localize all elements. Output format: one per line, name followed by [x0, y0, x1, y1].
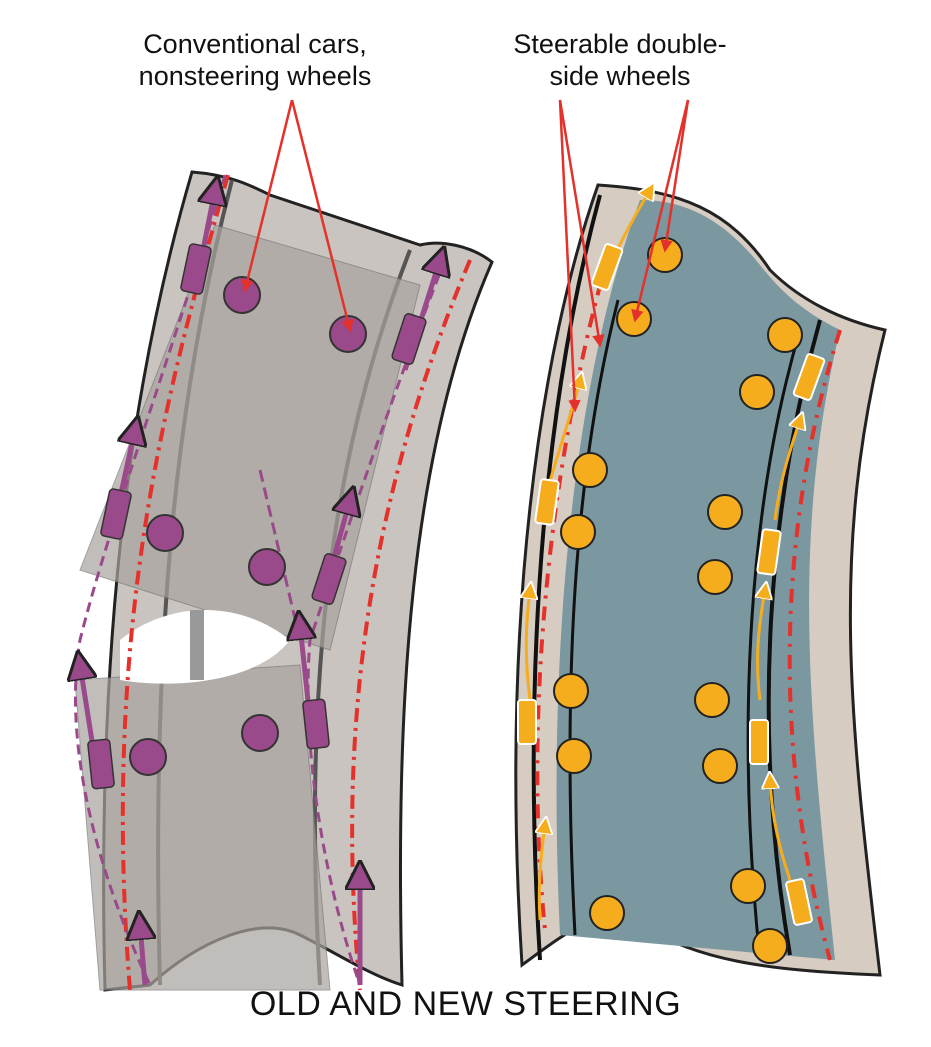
purple-wheel-trucks: [87, 243, 427, 790]
callout-arrows: [241, 99, 690, 413]
diagram-title: OLD AND NEW STEERING: [249, 985, 682, 1023]
new-rail-right: [766, 319, 822, 956]
red-track-centerline: [787, 329, 842, 961]
old-car-body-lower: [74, 664, 331, 991]
nonsteering-wheels: [129, 276, 367, 776]
label-line: side wheels: [549, 61, 691, 91]
new-rail-inner-left: [568, 299, 620, 936]
new-track: [514, 185, 887, 977]
orange-wheel-trucks: [517, 243, 826, 926]
label-line: Conventional cars,: [143, 29, 367, 59]
old-gap: [120, 610, 290, 684]
label-line: Steerable double-: [513, 29, 727, 59]
conventional-cars-label: Conventional cars, nonsteering wheels: [110, 28, 400, 92]
steerable-wheels: [553, 237, 803, 964]
steerable-wheels-label: Steerable double- side wheels: [480, 28, 760, 92]
purple-wheel-path: [73, 174, 227, 986]
new-rail-inner-right: [746, 329, 802, 961]
new-rail-left: [531, 194, 602, 961]
old-track: [73, 170, 494, 992]
label-line: nonsteering wheels: [138, 61, 372, 91]
old-coupler: [190, 610, 204, 680]
